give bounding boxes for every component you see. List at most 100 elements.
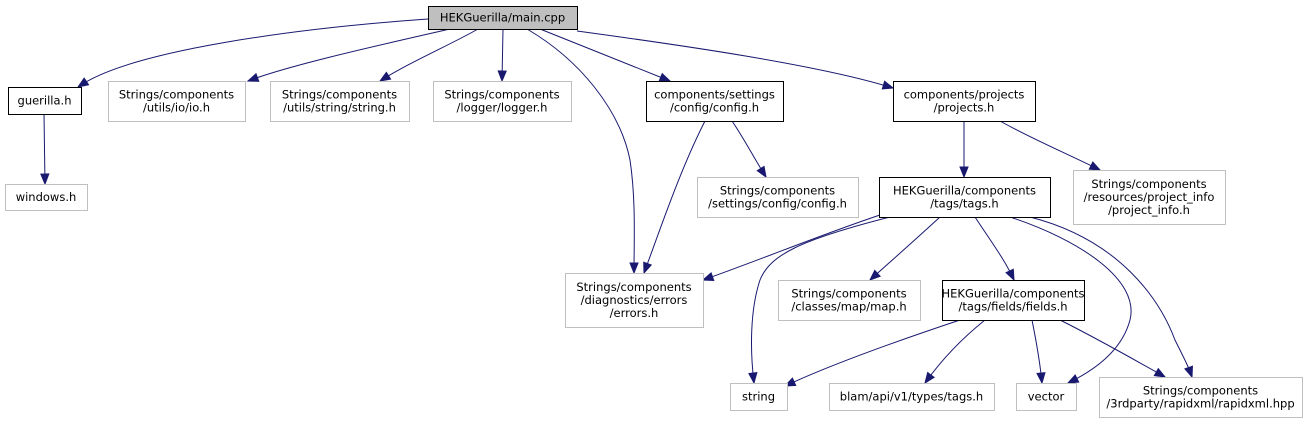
node-strings-config-h[interactable]: Strings/components/settings/config/confi… (697, 177, 859, 218)
edges-layer (40, 18, 1193, 387)
arrowhead-icon (1066, 374, 1080, 384)
node-fields-h[interactable]: HEKGuerilla/components/tags/fields/field… (941, 280, 1085, 321)
node-label-line: /tags/tags.h (930, 197, 998, 211)
node-box (108, 81, 246, 122)
edge-line (643, 120, 706, 274)
node-label-line: /diagnostics/errors (581, 293, 688, 307)
arrowhead-icon (1184, 365, 1193, 379)
node-label-line: Strings/components (444, 88, 559, 102)
node-label-line: /resources/project_info (1084, 190, 1215, 204)
node-windows-h[interactable]: windows.h (5, 184, 88, 211)
edge-main_cpp-to-guerilla_h (76, 18, 429, 88)
node-label-line: /classes/map/map.h (791, 300, 906, 314)
node-box (646, 81, 784, 122)
edge-line (702, 214, 881, 281)
edge-line (1029, 216, 1193, 378)
edge-line (974, 216, 1015, 281)
node-main-cpp[interactable]: HEKGuerilla/main.cpp (428, 6, 578, 30)
node-box (879, 177, 1051, 218)
edge-line (247, 28, 451, 82)
arrowhead-icon (76, 77, 90, 88)
node-blam-tags-h[interactable]: blam/api/v1/types/tags.h (829, 383, 995, 411)
node-rapidxml-hpp[interactable]: Strings/components/3rdparty/rapidxml/rap… (1099, 377, 1303, 418)
node-label-line: /3rdparty/rapidxml/rapidxml.hpp (1106, 397, 1294, 411)
arrowhead-icon (378, 71, 392, 82)
node-tags-h[interactable]: HEKGuerilla/components/tags/tags.h (879, 177, 1051, 218)
node-map-h[interactable]: Strings/components/classes/map/map.h (778, 280, 921, 321)
arrowhead-icon (1088, 161, 1102, 171)
node-label-line: components/settings (654, 88, 775, 102)
edge-line (43, 113, 46, 185)
edge-fields_h-to-vector (1031, 319, 1046, 385)
node-projects-h[interactable]: components/projects/projects.h (893, 81, 1036, 122)
node-label-line: /projects.h (934, 101, 995, 115)
edge-fields_h-to-blam_tags_h (924, 319, 986, 385)
edge-tags_h-to-vector (1009, 216, 1132, 384)
node-guerilla-h[interactable]: guerilla.h (8, 87, 82, 115)
node-label-line: windows.h (16, 190, 77, 204)
node-box (433, 81, 572, 122)
node-vector[interactable]: vector (1016, 383, 1077, 411)
node-label-line: vector (1028, 390, 1065, 404)
node-errors-h[interactable]: Strings/components/diagnostics/errors/er… (565, 273, 704, 328)
node-label-line: /project_info.h (1108, 203, 1190, 217)
node-label-line: blam/api/v1/types/tags.h (840, 390, 983, 404)
edge-tags_h-to-fields_h (974, 216, 1015, 282)
edge-settings_config_h-to-strings_config_h (731, 120, 767, 179)
node-label-line: Strings/components (576, 280, 691, 294)
edge-line (751, 216, 891, 384)
node-label-line: components/projects (904, 88, 1025, 102)
edge-line (869, 216, 941, 281)
node-label-line: Strings/components (1091, 177, 1206, 191)
node-label-line: HEKGuerilla/components (893, 184, 1036, 198)
node-string[interactable]: string (730, 383, 788, 411)
node-logger-h[interactable]: Strings/components/logger/logger.h (433, 81, 572, 122)
edge-tags_h-to-errors_h (701, 214, 881, 281)
node-settings-config-h[interactable]: components/settings/config/config.h (646, 81, 784, 122)
arrowhead-icon (959, 166, 969, 179)
arrowhead-icon (1153, 367, 1167, 378)
node-box (428, 6, 578, 30)
node-io-h[interactable]: Strings/components/utils/io/io.h (108, 81, 246, 122)
edge-projects_h-to-project_info_h (999, 120, 1102, 171)
edge-line (1009, 216, 1132, 384)
arrowhead-icon (658, 72, 672, 82)
edge-line (924, 319, 986, 384)
node-box (730, 383, 788, 411)
arrowhead-icon (881, 80, 895, 90)
node-label-line: Strings/components (119, 88, 234, 102)
node-project-info-h[interactable]: Strings/components/resources/project_inf… (1073, 170, 1226, 225)
node-label-line: string (742, 390, 775, 404)
edge-line (784, 319, 961, 387)
node-string-h[interactable]: Strings/components/utils/string/string.h (270, 81, 410, 122)
edge-fields_h-to-string (783, 319, 961, 387)
edge-main_cpp-to-settings_config_h (539, 28, 672, 82)
edge-main_cpp-to-string_h (378, 28, 479, 82)
node-label-line: Strings/components (1143, 384, 1258, 398)
arrowhead-icon (868, 269, 881, 281)
arrowhead-icon (497, 70, 507, 83)
node-box (5, 184, 88, 211)
edge-main_cpp-to-projects_h (576, 30, 895, 90)
edge-line (1059, 319, 1166, 378)
edge-main_cpp-to-io_h (246, 28, 451, 82)
arrowhead-icon (924, 371, 936, 385)
arrowhead-icon (748, 372, 758, 385)
arrowhead-icon (246, 72, 260, 82)
node-box (1073, 170, 1226, 225)
edge-line (379, 28, 479, 82)
edge-tags_h-to-map_h (868, 216, 941, 281)
node-label-line: /utils/string/string.h (283, 101, 396, 115)
node-label-line: Strings/components (282, 88, 397, 102)
edge-settings_config_h-to-errors_h (643, 120, 706, 275)
node-box (942, 280, 1085, 321)
node-label-line: /utils/io/io.h (143, 101, 210, 115)
node-box (1016, 383, 1077, 411)
edge-tags_h-to-string (748, 216, 891, 385)
node-box (1099, 377, 1303, 418)
node-label-line: Strings/components (720, 184, 835, 198)
edge-line (999, 120, 1101, 171)
edge-projects_h-to-tags_h (959, 121, 969, 179)
